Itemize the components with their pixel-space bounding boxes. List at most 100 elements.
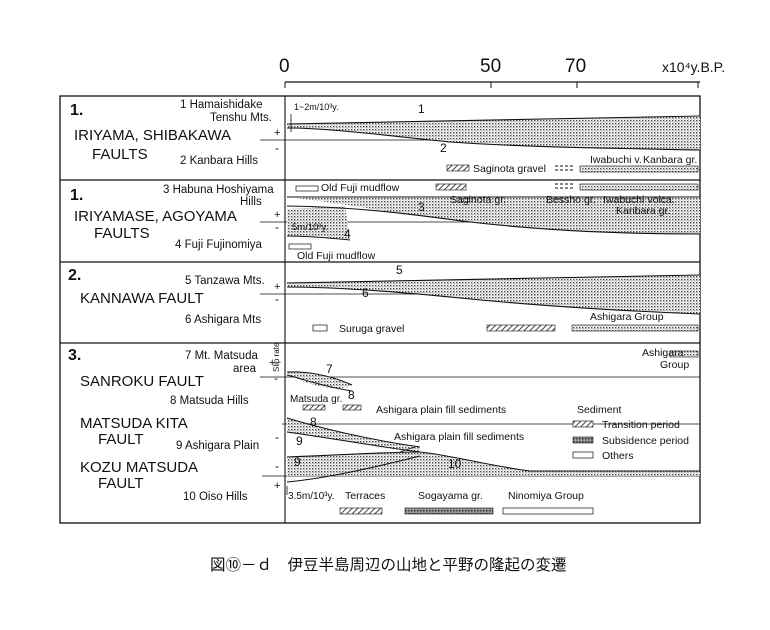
site-label: 9 Ashigara Plain — [176, 440, 259, 452]
panel-matsuda-area: 3. Slip rate SANROKU FAULT MATSUDA KITA … — [68, 342, 700, 515]
curve-label: 7 — [326, 362, 333, 376]
sediment-label: Kanbara gr. — [616, 205, 670, 217]
site-label: 5 Tanzawa Mts. — [185, 275, 265, 287]
minus-sign: - — [275, 292, 279, 306]
sediment-label: Saginota gr. — [450, 194, 506, 206]
curve-label: 4 — [344, 227, 351, 241]
site-label: 4 Fuji Fujinomiya — [175, 239, 263, 251]
legend-swatch-others — [572, 451, 594, 459]
sediment-bar — [502, 507, 594, 515]
curve-label: 1 — [418, 102, 425, 116]
fault-title: KANNAWA FAULT — [80, 290, 204, 307]
legend-item: Others — [602, 450, 634, 462]
minus-sign: - — [275, 430, 279, 444]
curve-label: 8 — [348, 388, 355, 402]
panel-number: 1. — [70, 187, 83, 204]
axis-tick-70: 70 — [565, 56, 586, 77]
sediment-bar — [339, 507, 383, 515]
site-label: 1 Hamaishidake — [180, 99, 262, 111]
sediment-label: Iwabuchi volca. — [603, 194, 675, 206]
sediment-bar — [446, 164, 470, 172]
axis-tick-50: 50 — [480, 56, 501, 77]
site-label: 8 Matsuda Hills — [170, 395, 249, 407]
curve-2 — [286, 127, 701, 151]
fault-title-line1: IRIYAMASE, AGOYAMA — [74, 208, 237, 225]
rate-label: 5m/10³y. — [292, 222, 328, 233]
sediment-label: Group — [660, 359, 689, 371]
curve-8-upper — [286, 374, 353, 392]
curve-label: 3 — [418, 200, 425, 214]
plus-sign: + — [269, 357, 275, 369]
curve-10 — [286, 451, 700, 472]
curve-1 — [286, 115, 701, 125]
site-label: Hills — [240, 196, 262, 208]
rate-label: 3.5m/10³y. — [288, 491, 335, 502]
uplift-area — [287, 197, 700, 234]
fault-title-line1: IRIYAMA, SHIBAKAWA — [74, 127, 231, 144]
site-label: Tenshu Mts. — [210, 112, 272, 124]
curve-6 — [286, 286, 701, 315]
sediment-label: Ashigara Group — [590, 311, 664, 323]
curve-label: 6 — [362, 286, 369, 300]
curve-7 — [286, 371, 353, 386]
fault-title-line2: FAULTS — [92, 146, 148, 163]
minus-sign: - — [275, 141, 279, 155]
site-label: 3 Habuna Hoshiyama — [163, 184, 274, 196]
sediment-bar — [312, 324, 328, 332]
axis-tick-0: 0 — [279, 56, 290, 77]
curve-label: 10 — [448, 457, 462, 471]
site-label: area — [233, 363, 257, 375]
sediment-bar — [295, 185, 319, 192]
sediment-bar — [486, 324, 556, 332]
curve-label: 2 — [440, 141, 447, 155]
sediment-label: Iwabuchi v. — [590, 154, 642, 166]
sediment-bar — [404, 507, 494, 515]
sediment-label: Matsuda gr. — [290, 394, 342, 405]
fault-title: SANROKU FAULT — [80, 373, 204, 390]
panel-number: 3. — [68, 347, 81, 364]
sediment-label: Old Fuji mudflow — [321, 182, 400, 194]
sediment-label: Kanbara gr. — [643, 154, 697, 166]
legend-item: Transition period — [602, 419, 680, 431]
curve-9-lower — [286, 455, 421, 483]
sediment-label: Sogayama gr. — [418, 490, 483, 502]
curve-label: 8 — [310, 415, 317, 429]
site-label: 2 Kanbara Hills — [180, 155, 258, 167]
rate-label: 1~2m/10³y. — [294, 102, 339, 112]
sediment-label: Ashigara plain fill sediments — [376, 404, 506, 416]
sediment-label: Old Fuji mudflow — [297, 250, 376, 262]
panel-iriyamase-agoyama: 1. IRIYAMASE, AGOYAMA FAULTS 3 Habuna Ho… — [70, 182, 701, 262]
fault-title-line1: KOZU MATSUDA — [80, 459, 198, 476]
panel-number: 1. — [70, 102, 83, 119]
site-label: 7 Mt. Matsuda — [185, 350, 258, 362]
site-label: 10 Oiso Hills — [183, 491, 248, 503]
plus-sign: + — [274, 209, 280, 221]
sediment-label: Suruga gravel — [339, 323, 404, 335]
slip-rate-label: Slip rate — [272, 342, 281, 372]
panel-kannawa: 2. KANNAWA FAULT 5 Tanzawa Mts. 6 Ashiga… — [68, 263, 701, 335]
uplift-area — [287, 116, 700, 150]
curve-5 — [286, 274, 701, 284]
uplift-area — [287, 275, 700, 314]
curve-label: 9 — [294, 455, 301, 469]
panel-iriyama-shibakawa: 1. IRIYAMA, SHIBAKAWA FAULTS 1 Hamaishid… — [70, 99, 701, 175]
curve-4 — [286, 235, 351, 241]
sediment-bar — [288, 243, 312, 250]
sediment-legend: Sediment Transition period Subsidence pe… — [572, 404, 689, 462]
uplift-area — [287, 418, 420, 452]
axis-unit: x10⁴y.B.P. — [662, 59, 725, 75]
time-axis: 0 50 70 x10⁴y.B.P. — [279, 56, 725, 88]
curve-3 — [286, 205, 701, 235]
sediment-bar — [571, 324, 699, 332]
sediment-bar — [302, 404, 326, 411]
plus-sign: + — [274, 127, 280, 139]
curve-label: 9 — [296, 434, 303, 448]
subsidence-area — [287, 206, 350, 240]
site-label: 6 Ashigara Mts — [185, 314, 261, 326]
panel-number: 2. — [68, 267, 81, 284]
curve-label: 5 — [396, 263, 403, 277]
sediment-label: Terraces — [345, 490, 385, 502]
sediment-label: Bessho gr. — [546, 194, 596, 206]
plus-sign: + — [274, 281, 280, 293]
